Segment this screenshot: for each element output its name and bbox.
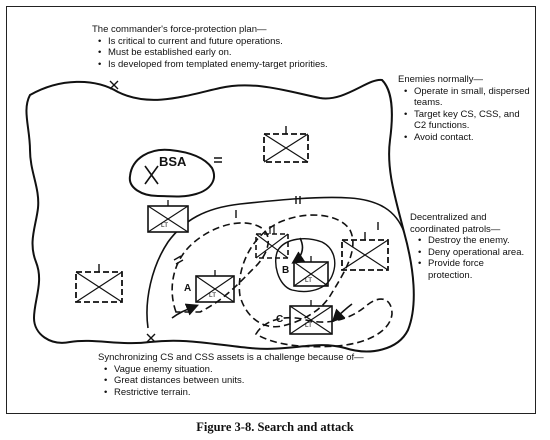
objective-c-label: C: [276, 314, 284, 325]
attack-arrow-b: [291, 237, 306, 264]
enemy-unit-right: [341, 232, 389, 271]
enemies-heading: Enemies normally—: [398, 74, 483, 85]
lt-label-west: LT: [161, 222, 169, 229]
sync-block: Synchronizing CS and CSS assets is a cha…: [98, 352, 364, 398]
bsa-region: [128, 148, 215, 198]
patrols-heading: Decentralized and coordinated patrols—: [410, 212, 501, 235]
lt-label-c: LT: [305, 322, 313, 329]
commander-plan-bullet: Is critical to current and future operat…: [98, 36, 328, 48]
enemies-bullet: Target key CS, CSS, and C2 functions.: [404, 109, 530, 132]
enemy-unit-left: [75, 264, 123, 303]
bsa-x-mark: [144, 165, 159, 185]
sync-bullet: Restrictive terrain.: [104, 387, 364, 399]
sync-bullet: Vague enemy situation.: [104, 364, 364, 376]
enemies-bullet: Operate in small, dispersed teams.: [404, 86, 530, 109]
maneuver-area-boundary: [146, 196, 405, 329]
commander-plan-block: The commander's force-protection plan— I…: [92, 24, 328, 70]
lt-label-b: LT: [305, 277, 313, 284]
friendly-unit-lt-a: [195, 270, 235, 303]
patrols-bullet: Provide force protection.: [418, 258, 528, 281]
attack-arrow-c: [331, 303, 353, 323]
friendly-unit-lt-b: [293, 256, 329, 287]
patrols-bullet: Destroy the enemy.: [418, 235, 528, 247]
attack-arrow-a: [171, 303, 199, 319]
commander-plan-bullet: Must be established early on.: [98, 47, 328, 59]
enemies-bullet: Avoid contact.: [404, 132, 530, 144]
friendly-unit-lt-c: [289, 300, 333, 335]
patrols-block: Decentralized and coordinated patrols— D…: [410, 212, 528, 281]
figure-frame: [6, 6, 536, 414]
boundary-tick-1: [214, 157, 222, 163]
boundary-x-top: [109, 80, 119, 90]
bsa-label: BSA: [159, 154, 187, 169]
objective-b-label: B: [282, 265, 290, 276]
sync-bullet: Great distances between units.: [104, 375, 364, 387]
boundary-tick-2: [295, 196, 301, 204]
boundary-x-bottom: [146, 333, 156, 343]
patrol-route-b: [238, 214, 354, 328]
lt-label-a: LT: [209, 292, 217, 299]
operational-area-boundary: [25, 78, 415, 353]
enemies-block: Enemies normally— Operate in small, disp…: [398, 74, 530, 143]
objective-a-label: A: [184, 283, 192, 294]
sync-heading: Synchronizing CS and CSS assets is a cha…: [98, 352, 364, 363]
patrol-route-c: [254, 298, 393, 348]
patrol-route-a: [171, 222, 269, 313]
friendly-unit-lt-west: [147, 200, 189, 233]
commander-plan-heading: The commander's force-protection plan—: [92, 24, 267, 35]
enemy-unit-top: [263, 126, 309, 163]
figure-caption: Figure 3-8. Search and attack: [196, 420, 354, 434]
commander-plan-bullet: Is developed from templated enemy-target…: [98, 59, 328, 71]
enemy-unit-middle: [255, 226, 289, 259]
patrols-bullet: Deny operational area.: [418, 247, 528, 259]
objective-b-area: [274, 238, 336, 293]
